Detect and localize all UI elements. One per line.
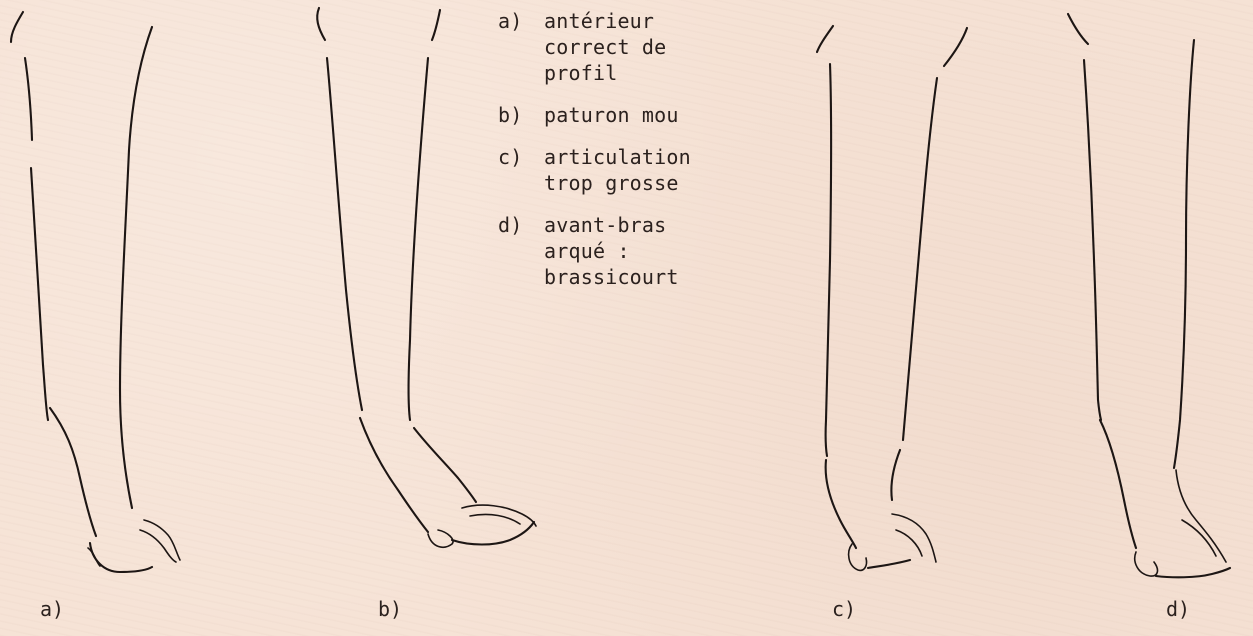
leg-d-hoof-sole	[1156, 568, 1230, 577]
legend-item-d: d) avant-bras arqué : brassicourt	[498, 212, 758, 290]
legend-line: avant-bras	[544, 212, 679, 238]
caption-b: b)	[378, 597, 402, 621]
legend-line: antérieur	[544, 8, 666, 34]
leg-c-elbow-stroke	[817, 26, 833, 52]
legend-line: paturon mou	[544, 102, 679, 128]
caption-a: a)	[40, 597, 64, 621]
leg-d-elbow-stroke	[1068, 14, 1088, 44]
caption-d: d)	[1166, 597, 1190, 621]
leg-b-back-line	[409, 58, 429, 420]
leg-a-hoof-rim	[88, 548, 100, 566]
legend-line: correct de	[544, 34, 666, 60]
legend-item-b: b) paturon mou	[498, 102, 758, 128]
legend-item-a: a) antérieur correct de profil	[498, 8, 758, 86]
legend-key: b)	[498, 102, 544, 128]
leg-b-elbow-stroke	[317, 8, 325, 40]
legend: a) antérieur correct de profil b) paturo…	[498, 8, 758, 306]
leg-d-ergot-1	[1176, 470, 1226, 562]
leg-b-front-line	[327, 58, 362, 410]
leg-c-knee-front	[826, 460, 856, 548]
legend-item-c: c) articulation trop grosse	[498, 144, 758, 196]
leg-a-front-upper	[25, 58, 32, 140]
leg-d-hoof-toe	[1135, 552, 1158, 576]
leg-a-ergot-2	[140, 530, 176, 562]
leg-b-hoof-toe	[428, 530, 453, 547]
leg-c-front-line	[826, 64, 832, 456]
leg-b-pastern-back	[414, 428, 476, 502]
leg-b-ergot-2	[470, 514, 520, 524]
leg-a-front-line	[31, 168, 48, 420]
leg-d-back-line	[1174, 40, 1194, 468]
legend-line: trop grosse	[544, 170, 691, 196]
leg-c-hoof-toe	[849, 544, 867, 570]
leg-c-ergot-1	[892, 514, 936, 562]
legend-key: c)	[498, 144, 544, 196]
leg-b-hoof-sole	[452, 522, 534, 545]
leg-a-back-line	[120, 27, 152, 508]
leg-d-front-line	[1084, 60, 1101, 420]
leg-a-elbow-stroke	[11, 12, 23, 42]
leg-c-top-back-stroke	[944, 28, 967, 66]
leg-c-back-line	[903, 78, 937, 440]
leg-c-joint-back	[891, 450, 900, 500]
legend-line: profil	[544, 60, 666, 86]
legend-line: arqué :	[544, 238, 679, 264]
leg-d-arched-forearm	[1068, 14, 1230, 577]
leg-b-pastern-front	[360, 418, 428, 532]
leg-a-hoof	[90, 543, 152, 572]
legend-key: a)	[498, 8, 544, 86]
leg-c-hoof-sole	[868, 560, 910, 568]
legend-line: brassicourt	[544, 264, 679, 290]
leg-a-pastern-front	[50, 408, 96, 536]
leg-c-large-joint	[817, 26, 967, 570]
legend-key: d)	[498, 212, 544, 290]
caption-c: c)	[832, 597, 856, 621]
leg-a-correct	[11, 12, 180, 572]
leg-a-ergot-1	[144, 520, 180, 560]
leg-d-pastern-front	[1100, 420, 1136, 548]
legend-line: articulation	[544, 144, 691, 170]
leg-b-top-back-stroke	[432, 10, 440, 40]
leg-c-ergot-2	[896, 530, 922, 556]
